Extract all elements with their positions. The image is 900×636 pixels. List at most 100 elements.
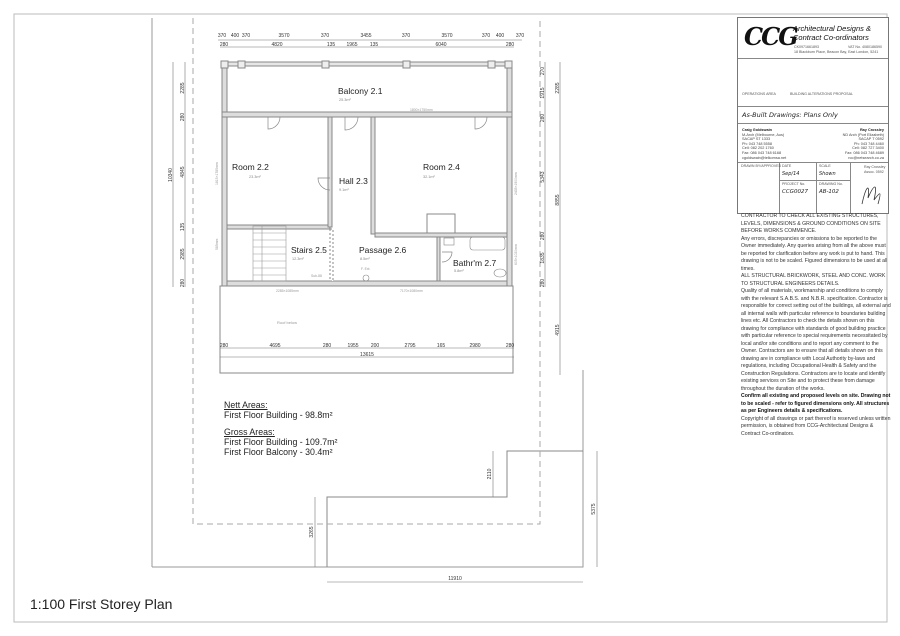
dimension-text: 2980 — [469, 343, 480, 349]
dimension-text: 370 — [402, 33, 411, 39]
person-detail: Ph: 043 748 4460 — [854, 141, 884, 146]
drawing-caption: 1:100 First Storey Plan — [30, 596, 173, 612]
stairs-symbol — [252, 225, 287, 282]
scale-label: SCALE — [819, 164, 831, 168]
dimension-text: 1835 — [540, 252, 546, 263]
dimension-text: 2285 — [555, 82, 561, 93]
drawing-no-value: AB-102 — [819, 189, 839, 195]
dimension-text: 2985 — [180, 248, 186, 259]
person-detail: M-Arch (Melbourne, Aus) — [742, 132, 785, 137]
project-no-value: CCG0027 — [782, 189, 808, 195]
person-detail: Cell: 082 202 1760 — [742, 146, 774, 151]
window-label: 1800×1750mm — [410, 108, 433, 112]
window-label: 585mm — [215, 239, 219, 250]
gross-areas-heading: Gross Areas: — [224, 427, 275, 437]
room-name: Room 2.4 — [423, 162, 460, 172]
room-name: Balcony 2.1 — [338, 86, 383, 96]
dimension-text: 3455 — [360, 33, 371, 39]
vat-number: VAT No. 4080186590 — [848, 45, 882, 49]
dimension-text: 370 — [321, 33, 330, 39]
room-area: 9.1m² — [339, 188, 349, 192]
dimension-text: 3570 — [441, 33, 452, 39]
site-outline — [326, 450, 583, 567]
room-name: Room 2.2 — [232, 162, 269, 172]
site-dimension: 2110 — [487, 468, 493, 479]
sheet-border — [13, 13, 888, 623]
date-value: Sep/14 — [782, 171, 800, 177]
ccg-logo: CCG — [744, 22, 799, 51]
dimension-text: 280 — [180, 113, 186, 122]
dimension-text: 4695 — [269, 343, 280, 349]
dimension-text: 370 — [516, 33, 525, 39]
room-name: Hall 2.3 — [339, 176, 368, 186]
person-detail: Fax: 086 043 748 4689 — [844, 150, 884, 155]
date-label: DATE — [782, 164, 792, 168]
dimension-text: 135 — [180, 223, 186, 232]
dimension-text: 200 — [371, 343, 380, 349]
site-dimension: 11910 — [448, 576, 462, 582]
gross-building-area: First Floor Building - 109.7m² — [224, 437, 338, 447]
dimension-text: 165 — [437, 343, 446, 349]
person-detail: SACAP ST 1333 — [742, 137, 771, 142]
dimension-text: 280 — [180, 279, 186, 288]
address: 18 Blackburn Place, Beacon Bay, East Lon… — [794, 50, 879, 54]
dimension-text: 1915 — [540, 87, 546, 98]
notes-body2: Quality of all materials, workmanship an… — [741, 288, 891, 392]
room-name: Stairs 2.5 — [291, 245, 327, 255]
firm-name: Architectural Designs & Contract Co-ordi… — [793, 24, 885, 42]
room-name: Bathr'm 2.7 — [453, 258, 496, 268]
person-right: Ray Crossley ND Arch (Port Elizabeth)SAC… — [843, 128, 884, 160]
notes-copyright: Copyright of all drawings or part thereo… — [741, 415, 891, 437]
dimension-text: 400 — [496, 33, 505, 39]
notes-body1: Any errors, discrepancies or omissions t… — [741, 235, 888, 272]
dimension-text: 280 — [220, 343, 229, 349]
areas-summary: Nett Areas: First Floor Building - 98.8m… — [224, 400, 337, 457]
site-dimension: 5375 — [591, 503, 597, 514]
sheet-title: As-Built Drawings: Plans Only — [742, 111, 838, 119]
window-label: 605×1020mm — [514, 244, 518, 265]
room-area: 23.3m² — [249, 175, 262, 179]
drawn-by-label: DRAWN BY/APPROVED — [741, 164, 782, 168]
dimension-text: 6040 — [435, 42, 446, 48]
scale-value: Shown — [819, 171, 836, 177]
dimension-text: 4915 — [555, 324, 561, 335]
dimension-text: 135 — [327, 42, 336, 48]
balcony — [220, 60, 513, 287]
window-label: 7170×1080mm — [400, 289, 423, 293]
dimension-text: 280 — [540, 279, 546, 288]
notes-caps2: ALL STRUCTURAL BRICKWORK, STEEL AND CONC… — [741, 273, 886, 287]
dimension-text: 280 — [506, 343, 515, 349]
stair-note: Sub-88 — [311, 274, 322, 278]
notes-caps1: CONTRACTOR TO CHECK ALL EXISTING STRUCTU… — [741, 213, 881, 234]
dimension-text: 8855 — [555, 194, 561, 205]
room-area: 25.3m² — [339, 98, 352, 102]
contractor-notes: CONTRACTOR TO CHECK ALL EXISTING STRUCTU… — [741, 213, 891, 438]
room-areas: 25.3m² 23.3m² 9.1m² 32.1m² 12.3m² 8.5m² … — [249, 98, 464, 273]
notes-bold: Confirm all existing and proposed levels… — [741, 393, 891, 414]
dimension-text: 135 — [370, 42, 379, 48]
project-no-label: PROJECT No. — [782, 182, 806, 186]
nett-building-area: First Floor Building - 98.8m² — [224, 410, 333, 420]
person-name: Craig Goldswain — [742, 128, 772, 132]
dimension-text: 370 — [242, 33, 251, 39]
gross-balcony-area: First Floor Balcony - 30.4m² — [224, 447, 333, 457]
dimension-text: 280 — [323, 343, 332, 349]
dimension-text: 2285 — [180, 82, 186, 93]
site-dimension: 3265 — [309, 526, 315, 537]
door-swings — [267, 116, 488, 263]
dimension-lines — [172, 39, 598, 583]
room-area: 5.8m² — [454, 269, 464, 273]
person-detail: Cell: 082 727 3400 — [852, 146, 884, 151]
dimension-texts: 370 400 370 3570 370 3455 370 3570 370 4… — [168, 33, 597, 582]
dimension-text: 280 — [220, 42, 229, 48]
drawing-no-label: DRAWING No. — [819, 182, 843, 186]
person-detail: cgoldswain@telkomsa.net — [742, 155, 787, 160]
nett-areas-heading: Nett Areas: — [224, 400, 268, 410]
person-detail: Ph: 043 748 5558 — [742, 141, 772, 146]
firm-line2: Contract Co-ordinators — [793, 33, 869, 42]
dimension-text: 3570 — [278, 33, 289, 39]
project-label-right: BUILDING ALTERATIONS PROPOSAL — [790, 92, 853, 96]
building-line-dashed — [192, 18, 541, 525]
dimension-text: 280 — [540, 114, 546, 123]
